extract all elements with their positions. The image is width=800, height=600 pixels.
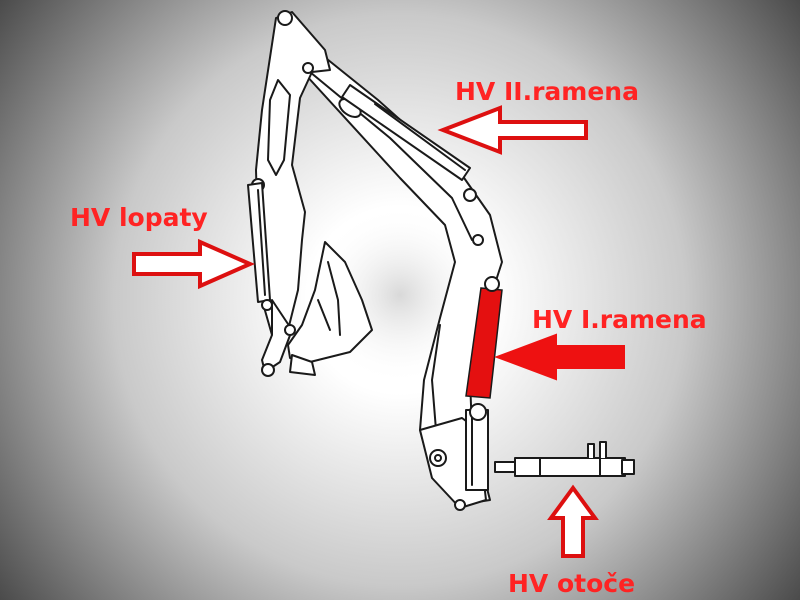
boom-cylinder-pin [484,276,500,292]
bucket-cylinder-rod [257,189,266,296]
bucket-ear [289,354,316,376]
swing-cylinder-body [514,457,626,477]
swing-cylinder [494,441,635,477]
linkage-pin [261,363,275,377]
highlighted-boom-cylinder [465,276,503,421]
arrow-to-swing-cylinder [547,484,599,558]
arrow-to-bucket-cylinder [132,238,255,290]
swing-cylinder-rod [494,461,516,473]
label-boom2-cylinder: HV II.ramena [455,77,639,106]
swing-cylinder-port [599,441,607,459]
boom-cylinder-pin [469,403,487,421]
swing-cylinder-port [587,443,595,459]
arrow-to-boom1-cylinder [494,333,625,381]
stick-arm-window [267,79,291,176]
arrow-to-boom2-cylinder [437,105,588,155]
boom-cylinder-lower [465,409,489,491]
label-swing-cylinder: HV otoče [508,569,635,598]
label-boom1-cylinder: HV I.ramena [532,305,707,334]
bucket-inner [317,261,341,336]
boom-pin [472,234,484,246]
bucket-cylinder-pin [261,299,273,311]
stick-top-pin [277,10,293,26]
linkage-pin [284,324,296,336]
swing-cylinder-end [621,459,635,475]
boom-pin [463,188,477,202]
label-bucket-cylinder: HV lopaty [70,203,208,232]
stick-pin [302,62,314,74]
stick-cylinder [341,84,471,181]
boom-foot-pin-inner [434,454,442,462]
excavator-arm-drawing [247,10,635,511]
stick-cylinder-rod [374,103,466,171]
bracket-pin [454,499,466,511]
